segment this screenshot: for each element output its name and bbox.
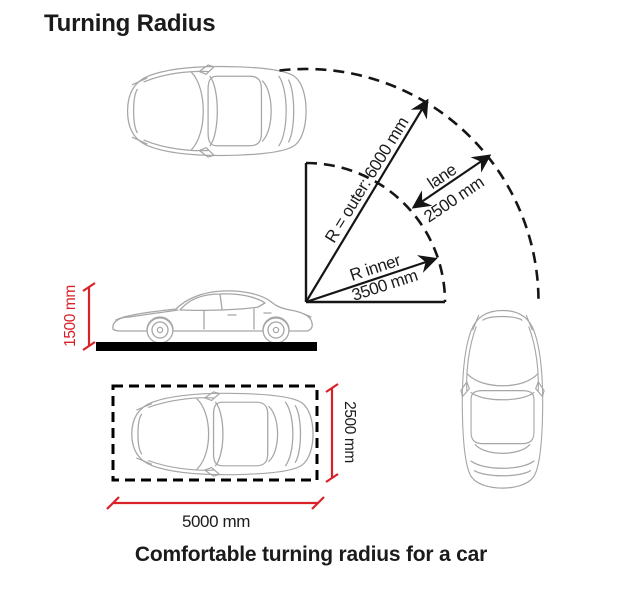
ground-bar — [96, 342, 317, 351]
car-side-view — [112, 290, 313, 344]
outer-radius-arrow — [305, 98, 429, 303]
car-height-label: 1500 mm — [62, 285, 79, 347]
car-top-view-right-vertical — [460, 309, 545, 489]
car-length-dimension: 5000 mm — [106, 496, 325, 531]
page-title: Turning Radius — [44, 10, 216, 37]
inner-radius-arrow — [305, 255, 438, 304]
outer-radius-label: R = outer: 6000 mm — [321, 114, 412, 246]
outer-turning-arc — [279, 67, 540, 303]
car-width-dimension: 2500 mm — [325, 383, 358, 483]
car-width-label: 2500 mm — [341, 401, 358, 463]
lane-width-arrow — [411, 154, 492, 209]
caption: Comfortable turning radius for a car — [134, 543, 488, 566]
car-top-view-upper-left — [126, 64, 307, 158]
car-length-label: 5000 mm — [182, 512, 250, 531]
car-top-view-in-parking-rect — [131, 391, 314, 477]
inner-turning-arc — [305, 161, 447, 303]
car-height-dimension: 1500 mm — [62, 282, 96, 351]
parking-outline-rect — [111, 384, 319, 482]
